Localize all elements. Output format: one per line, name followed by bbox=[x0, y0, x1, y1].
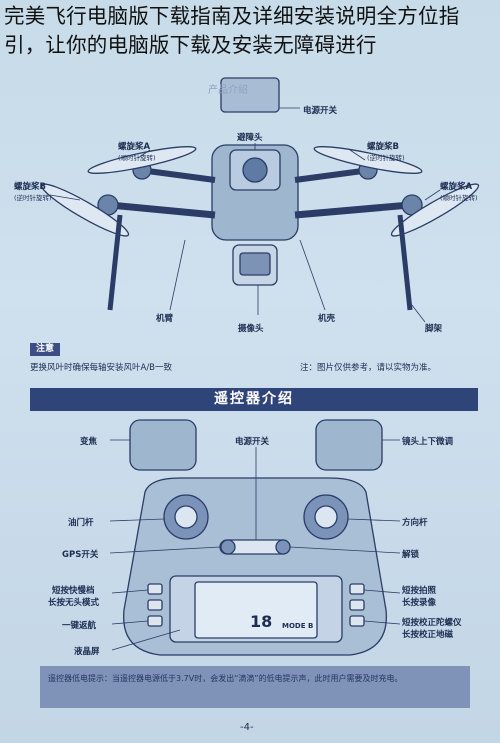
label-rth: 一键返航 bbox=[62, 621, 97, 631]
power-module bbox=[220, 77, 280, 113]
tilt-dial bbox=[315, 419, 383, 471]
label-power: 电源开关 bbox=[235, 437, 270, 447]
lcd-digits: 18 bbox=[250, 612, 273, 631]
low-battery-tip: 遥控器低电提示：当遥控器电源低于3.7V时，会发出“滴滴”的低电提示声，此时用户… bbox=[40, 666, 470, 708]
note-tag: 注意 bbox=[30, 343, 60, 356]
note-disclaimer: 注：图片仅供参考，请以实物为准。 bbox=[300, 363, 437, 373]
remote-illustration bbox=[123, 419, 387, 656]
drone-illustration bbox=[40, 77, 480, 311]
label-legs: 脚架 bbox=[425, 324, 443, 334]
label-gps: GPS开关 bbox=[62, 550, 99, 560]
label-photo: 短按拍照 bbox=[402, 586, 437, 596]
zoom-dial bbox=[129, 419, 197, 471]
label-headless: 长按无头模式 bbox=[48, 598, 100, 608]
label-compass: 长按校正地磁 bbox=[402, 630, 454, 640]
label-obstacle: 避障头 bbox=[237, 133, 263, 143]
label-speed: 短按快慢档 bbox=[52, 586, 95, 596]
note-text: 更换风叶时确保每轴安装风叶A/B一致 bbox=[30, 363, 173, 373]
label-zoom: 变焦 bbox=[80, 437, 98, 447]
label-video: 长按录像 bbox=[402, 598, 437, 608]
label-unlock: 解锁 bbox=[402, 550, 420, 560]
label-prop-b-right: 螺旋桨B(逆时针旋转) bbox=[367, 142, 405, 162]
label-camera: 摄像头 bbox=[238, 324, 264, 334]
headline: 完美飞行电脑版下载指南及详细安装说明全方位指引，让你的电脑版下载及安装无障碍进行 bbox=[4, 4, 460, 57]
label-lcd: 液晶屏 bbox=[74, 647, 100, 657]
label-prop-b-left: 螺旋桨B(逆时针旋转) bbox=[14, 182, 52, 202]
faded-title: 产品介绍 bbox=[208, 85, 248, 96]
label-power-switch-top: 电源开关 bbox=[303, 106, 338, 116]
label-direction: 方向杆 bbox=[402, 518, 428, 528]
label-shell: 机壳 bbox=[318, 314, 336, 324]
label-tilt: 镜头上下微调 bbox=[402, 437, 454, 447]
label-throttle: 油门杆 bbox=[68, 518, 94, 528]
label-prop-a-right: 螺旋桨A(顺时针旋转) bbox=[440, 182, 478, 202]
lcd-mode: MODE B bbox=[282, 622, 314, 630]
label-prop-a-left: 螺旋桨A(顺时针旋转) bbox=[118, 142, 156, 162]
page-number: -4- bbox=[240, 722, 254, 733]
label-gyro: 短按校正陀螺仪 bbox=[402, 618, 462, 628]
label-arm: 机臂 bbox=[156, 314, 174, 324]
remote-section-title: 遥控器介绍 bbox=[30, 388, 478, 411]
